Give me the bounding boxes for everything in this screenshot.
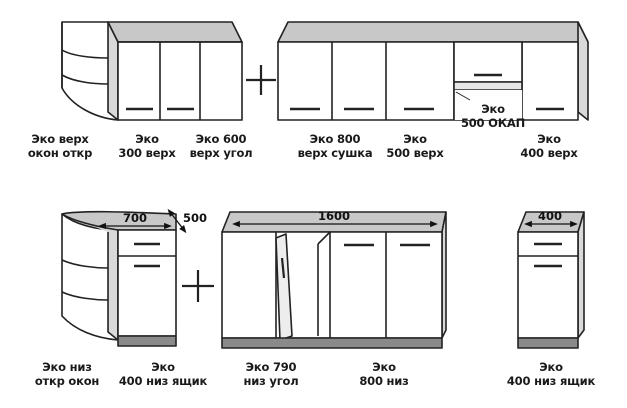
wall-cabinets-right-block — [277, 21, 589, 121]
base-run-block — [221, 211, 447, 349]
dim-single-width: 400 — [538, 209, 562, 223]
dimension-arrows — [98, 208, 578, 234]
base-corner-block — [61, 210, 177, 347]
dim-corner-width: 700 — [123, 211, 147, 225]
base-single-drawer — [517, 211, 585, 349]
wall-cabinets-left-block — [107, 21, 243, 121]
dim-run-width: 1600 — [318, 209, 350, 223]
dim-corner-depth: 500 — [183, 211, 207, 225]
plus-icon — [246, 65, 276, 95]
wall-open-corner-shelf — [61, 21, 119, 121]
plus-icon — [182, 270, 214, 302]
